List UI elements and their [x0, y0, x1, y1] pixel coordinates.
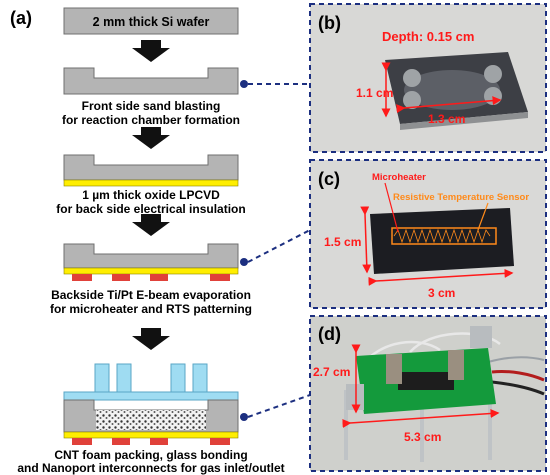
process-arrow-3 [132, 214, 170, 236]
callout-line-d [247, 394, 311, 418]
nanoport-outlet [448, 350, 464, 380]
panel-label-a: (a) [10, 8, 32, 28]
microheater-label: Microheater [372, 172, 426, 183]
step1-line2: for reaction chamber formation [62, 113, 240, 127]
wafer-after-sandblasting [63, 67, 239, 95]
photo-panel-d: (d) 2.7 cm 5.3 cm [309, 315, 547, 472]
height-label-d: 2.7 cm [313, 365, 350, 379]
panel-label-c: (c) [318, 169, 340, 189]
dim-width-c [368, 268, 514, 286]
wafer-with-oxide [63, 154, 239, 187]
process-arrow-2 [132, 127, 170, 149]
dim-width-d [342, 409, 500, 428]
width-label-c: 3 cm [428, 286, 455, 300]
callout-dot-c [240, 258, 248, 266]
step1-line1: Front side sand blasting [82, 99, 221, 113]
step3-line1: Backside Ti/Pt E-beam evaporation [51, 288, 251, 302]
height-label-b: 1.1 cm [356, 86, 393, 100]
rts-label: Resistive Temperature Sensor [393, 192, 529, 203]
wafer-with-metal [63, 243, 239, 281]
step2-line1: 1 µm thick oxide LPCVD [82, 188, 220, 202]
microheater-pointer [384, 182, 399, 233]
step2-line2: for back side electrical insulation [56, 202, 245, 216]
callout-line-c [247, 229, 311, 263]
dim-height-c [360, 206, 372, 274]
photo-panel-c: (c) Microheater Resistive Temperature Se… [309, 159, 547, 309]
panel-label-d: (d) [318, 324, 341, 344]
depth-label-b: Depth: 0.15 cm [382, 29, 474, 44]
final-device-cross-section [63, 363, 239, 445]
width-label-d: 5.3 cm [404, 430, 441, 444]
wafer-label: 2 mm thick Si wafer [93, 15, 210, 29]
step3-line2: for microheater and RTS patterning [50, 302, 252, 316]
dim-width-b [396, 96, 502, 114]
step4-line1: CNT foam packing, glass bonding [54, 448, 247, 462]
height-label-c: 1.5 cm [324, 235, 361, 249]
callout-dot-d [240, 413, 248, 421]
photo-panel-b: (b) Depth: 0.15 cm 1.1 cm 1.3 cm [309, 3, 547, 153]
panel-label-b: (b) [318, 13, 341, 33]
nanoport-inlet [386, 354, 402, 384]
rts-pointer [477, 202, 489, 231]
width-label-b: 1.3 cm [428, 112, 465, 126]
process-arrow-4 [132, 328, 170, 350]
step4-line2: and Nanoport interconnects for gas inlet… [17, 461, 284, 475]
callout-dot-b [240, 80, 248, 88]
process-arrow-1 [132, 40, 170, 62]
si-wafer-box: 2 mm thick Si wafer [63, 7, 239, 35]
